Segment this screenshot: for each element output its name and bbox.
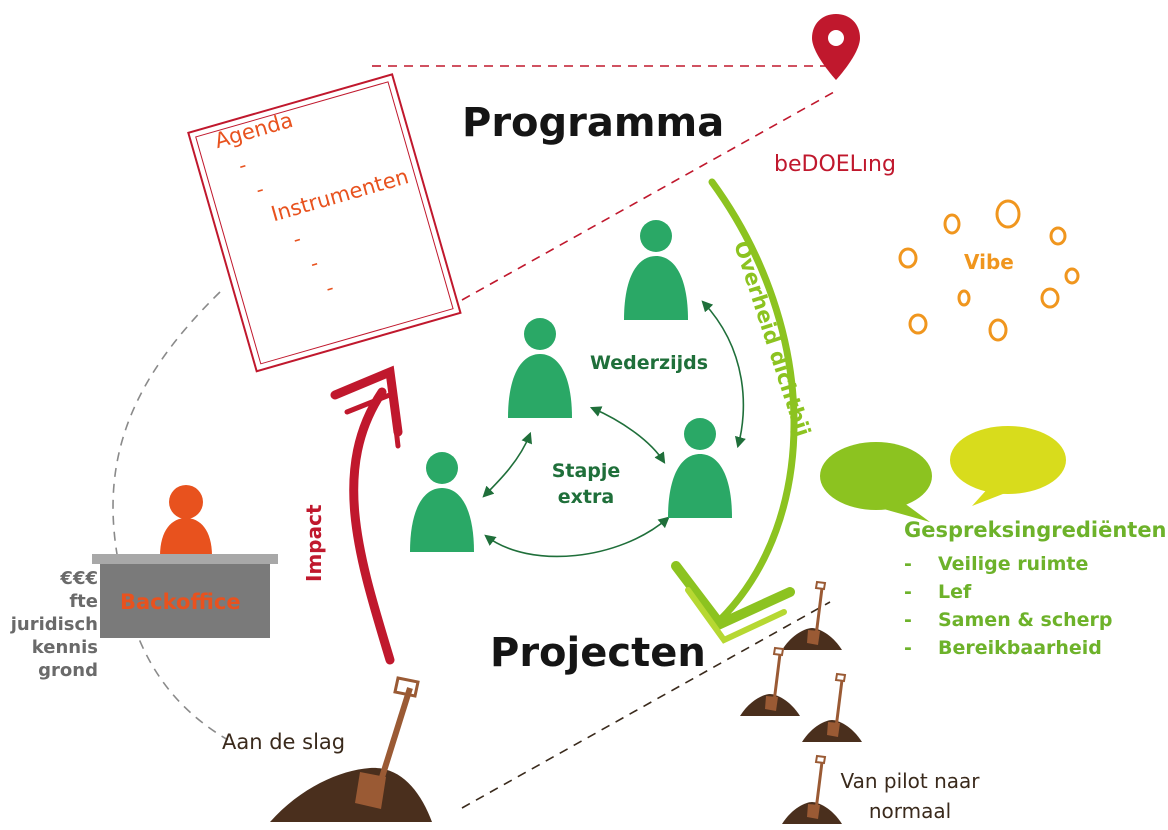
agenda-document bbox=[187, 73, 462, 373]
speech-bubble-yellow bbox=[950, 426, 1066, 506]
shovel-main-icon bbox=[270, 676, 432, 822]
speech-bubble-green bbox=[820, 442, 932, 522]
impact-label: Impact bbox=[302, 504, 326, 582]
list-item-label: Samen & scherp bbox=[938, 609, 1113, 631]
program-title: Programma bbox=[462, 100, 725, 146]
start-label: Aan de slag bbox=[222, 730, 346, 754]
pilot-label: Van pilot naar normaal bbox=[840, 769, 980, 823]
person-icon bbox=[410, 452, 474, 552]
shovel-icon bbox=[800, 672, 864, 744]
shovel-icon bbox=[780, 754, 844, 826]
resource-item: fte bbox=[69, 591, 98, 612]
extra-step-label: Stapje extra bbox=[551, 460, 621, 508]
government-arrow bbox=[671, 178, 798, 644]
resource-item: €€€ bbox=[60, 568, 98, 589]
resource-item: kennis bbox=[31, 637, 98, 658]
backoffice-label: Backoffice bbox=[120, 590, 241, 614]
vibe-bubbles bbox=[898, 199, 1080, 342]
vibe-label: Vibe bbox=[964, 250, 1014, 274]
person-icon bbox=[668, 418, 732, 518]
list-item: -Veilige ruimte bbox=[904, 553, 1089, 575]
backoffice-desk bbox=[92, 485, 278, 638]
list-item: -Bereikbaarheid bbox=[904, 637, 1102, 659]
people-connections bbox=[482, 300, 746, 558]
list-item-label: Lef bbox=[938, 581, 972, 603]
shovel-icon bbox=[738, 646, 802, 718]
list-item-label: Veilige ruimte bbox=[938, 553, 1089, 575]
location-pin-icon bbox=[812, 14, 860, 80]
conversation-list: -Veilige ruimte -Lef -Samen & scherp -Be… bbox=[904, 550, 1112, 662]
mutual-label: Wederzijds bbox=[590, 352, 709, 374]
conversation-heading: Gespreksingrediënten bbox=[904, 518, 1167, 542]
people-group bbox=[410, 220, 732, 552]
projects-title: Projecten bbox=[490, 630, 706, 676]
perspective-lines bbox=[112, 65, 835, 809]
backoffice-resources: €€€ fte juridisch kennis grond bbox=[0, 568, 98, 683]
list-item: -Lef bbox=[904, 581, 972, 603]
resource-item: grond bbox=[38, 660, 98, 681]
list-item-label: Bereikbaarheid bbox=[938, 637, 1102, 659]
person-icon bbox=[624, 220, 688, 320]
goal-label: beDOELıng bbox=[774, 152, 896, 177]
impact-arrow bbox=[330, 365, 403, 665]
list-item: -Samen & scherp bbox=[904, 609, 1113, 631]
resource-item: juridisch bbox=[10, 614, 98, 635]
person-icon bbox=[508, 318, 572, 418]
